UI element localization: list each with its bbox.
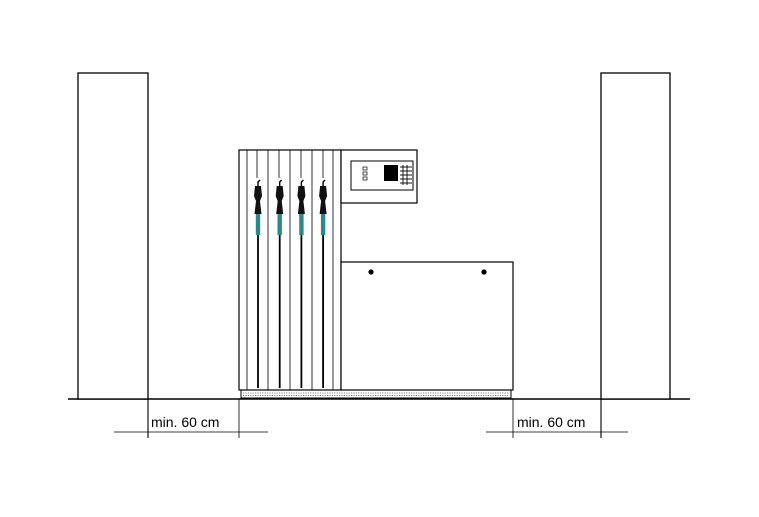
nozzles [254, 179, 328, 388]
column-dividers [246, 150, 334, 390]
cabinet-bolt-right [481, 269, 487, 275]
cabinet-bolt-left [368, 269, 374, 275]
lower-cabinet [340, 261, 514, 391]
keypad [400, 165, 412, 185]
nozzle [275, 179, 284, 388]
right-pillar [600, 72, 671, 400]
column-top-slits [256, 150, 324, 178]
right-clearance-label: min. 60 cm [517, 414, 585, 430]
left-clearance-dimension: min. 60 cm [114, 399, 268, 438]
display-panel [350, 160, 414, 191]
nozzle [319, 179, 328, 388]
fuel-dispenser [238, 149, 514, 399]
dispenser-base [240, 389, 512, 399]
right-clearance-dimension: min. 60 cm [486, 399, 628, 438]
left-pillar [77, 72, 149, 400]
left-clearance-label: min. 60 cm [151, 414, 219, 430]
display-screen [384, 165, 398, 181]
nozzle [254, 179, 262, 388]
display-indicators [362, 166, 368, 181]
nozzle [297, 179, 306, 388]
